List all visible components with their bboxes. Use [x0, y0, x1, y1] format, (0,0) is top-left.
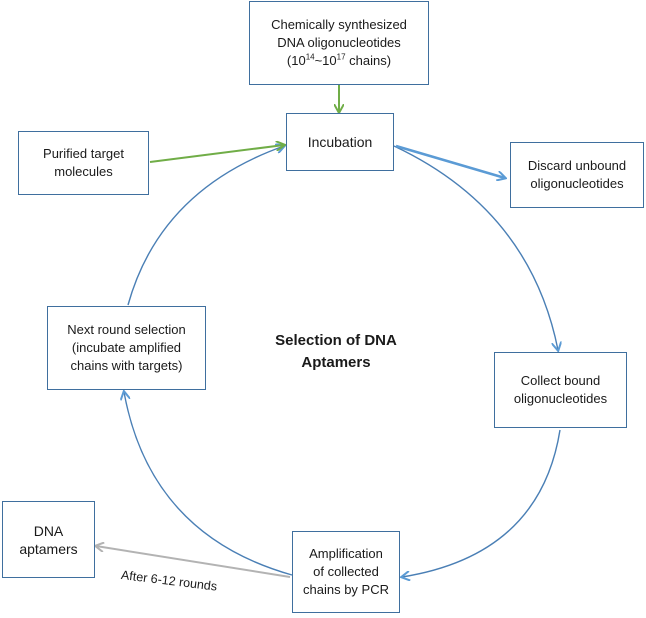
- aptamers-line1: DNA: [33, 522, 64, 539]
- center-title-line1: Selection of DNA: [275, 332, 397, 349]
- collect-line1: Collect bound: [520, 373, 601, 388]
- arc-incubation-to-collect: [393, 145, 558, 350]
- next-round-line1: Next round selection: [67, 322, 186, 337]
- arc-next-round-to-incubation: [127, 146, 284, 306]
- target-line1: Purified target: [43, 146, 124, 161]
- source-line2: DNA oligonucleotides: [277, 35, 401, 50]
- amplification-line2: of collected: [313, 564, 379, 579]
- node-dna-aptamers: DNA aptamers: [2, 501, 95, 578]
- arrow-incubation-to-discard: [395, 144, 505, 178]
- node-incubation: Incubation: [286, 113, 394, 171]
- arc-collect-to-amplification: [402, 429, 561, 577]
- amplification-line1: Amplification: [309, 546, 383, 561]
- discard-line1: Discard unbound: [527, 158, 627, 173]
- target-line2: molecules: [54, 164, 113, 179]
- center-title: Selection of DNA Aptamers: [248, 330, 424, 374]
- node-purified-target: Purified target molecules: [18, 131, 149, 195]
- node-amplification-pcr: Amplification of collected chains by PCR: [292, 531, 400, 613]
- source-line1: Chemically synthesized: [271, 17, 407, 32]
- incubation-label: Incubation: [307, 134, 373, 150]
- node-collect-bound: Collect bound oligonucleotides: [494, 352, 627, 428]
- node-source-oligonucleotides: Chemically synthesized DNA oligonucleoti…: [249, 1, 429, 85]
- next-round-line2: (incubate amplified: [71, 340, 182, 355]
- collect-line2: oligonucleotides: [513, 391, 608, 406]
- amplification-line3: chains by PCR: [303, 582, 389, 597]
- center-title-line2: Aptamers: [301, 354, 371, 371]
- arrow-target-to-incubation: [149, 145, 284, 163]
- node-discard-unbound: Discard unbound oligonucleotides: [510, 142, 644, 208]
- arc-amplification-to-next-round: [124, 392, 293, 576]
- source-line3: (1014~1017 chains): [286, 52, 392, 68]
- arrow-amplification-to-aptamers: [96, 546, 291, 578]
- discard-line2: oligonucleotides: [530, 176, 624, 191]
- node-next-round-selection: Next round selection (incubate amplified…: [47, 306, 206, 390]
- aptamers-line2: aptamers: [19, 540, 78, 557]
- next-round-line3: chains with targets): [70, 358, 183, 373]
